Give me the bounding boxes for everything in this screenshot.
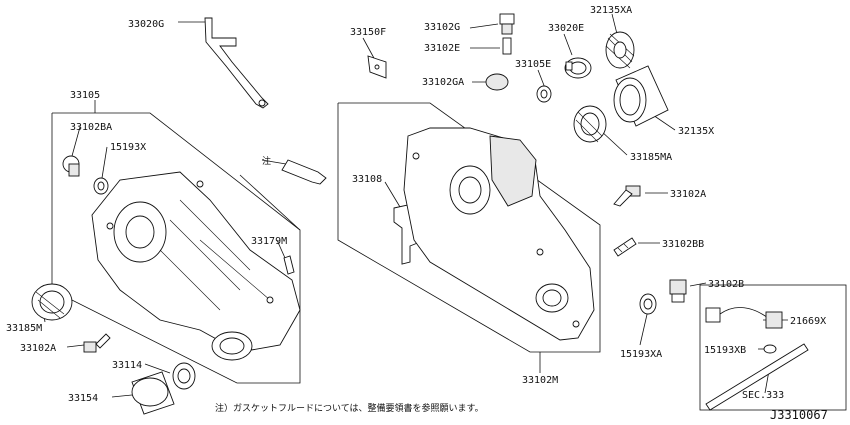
part-33102b-plug	[669, 279, 687, 303]
label-33102g: 33102G	[424, 22, 460, 33]
label-33185ma: 33185MA	[630, 152, 672, 163]
label-33108: 33108	[352, 174, 382, 185]
part-21669x-sensor	[705, 307, 783, 329]
label-33102ga: 33102GA	[422, 77, 464, 88]
part-33114-seal	[172, 362, 196, 390]
label-33105e: 33105E	[515, 59, 551, 70]
part-33154-cover	[131, 371, 175, 415]
part-32135xa-spring	[605, 31, 635, 69]
part-33102a-bolt-left	[83, 333, 111, 353]
label-33179m: 33179M	[251, 236, 287, 247]
part-33102m-right-case	[403, 127, 595, 341]
label-33185m: 33185M	[6, 323, 42, 334]
part-33102g-plug	[499, 13, 515, 35]
part-sec333-shaft	[705, 343, 809, 411]
part-labels: 33020G 33150F 33102G 33102E 33102GA 3310…	[6, 5, 828, 422]
part-15193xa-washer	[639, 293, 657, 315]
part-33102ba-plug	[62, 155, 80, 177]
part-33185ma-oil-seal	[573, 105, 607, 143]
label-32135xa: 32135XA	[590, 5, 632, 16]
label-note-mark: 注	[262, 155, 271, 167]
part-33105-left-case	[91, 171, 301, 361]
label-33150f: 33150F	[350, 27, 386, 38]
part-32135x-boot	[613, 65, 669, 127]
diagram-code: J3310067	[770, 408, 828, 422]
label-33020e: 33020E	[548, 23, 584, 34]
footnote: 注）ガスケットフルードについては、整備要領書を参照願います。	[215, 402, 484, 414]
part-33102bb-stud	[613, 237, 637, 257]
label-15193xb: 15193XB	[704, 345, 746, 356]
label-33102e: 33102E	[424, 43, 460, 54]
label-33105: 33105	[70, 90, 100, 101]
part-15193x-washer	[93, 177, 109, 195]
label-32135x: 32135X	[678, 126, 714, 137]
label-33102a-right: 33102A	[670, 189, 706, 200]
part-33185m-oil-seal	[31, 283, 73, 321]
part-33102ga-cap	[485, 73, 509, 91]
label-33114: 33114	[112, 360, 142, 371]
label-33020g: 33020G	[128, 19, 164, 30]
label-15193xa: 15193XA	[620, 349, 662, 360]
label-15193x: 15193X	[110, 142, 146, 153]
part-15193xb-washer	[763, 344, 777, 354]
label-33102bb: 33102BB	[662, 239, 704, 250]
part-33150f-bracket	[367, 55, 387, 79]
part-33020e-clamp	[564, 57, 592, 79]
part-gasket-fluid-tube	[261, 159, 327, 185]
right-case-group-outline	[337, 102, 601, 373]
label-33102b: 33102B	[708, 279, 744, 290]
part-33105e-seal	[536, 85, 552, 103]
label-sec333: SEC.333	[742, 390, 784, 401]
label-33102a-left: 33102A	[20, 343, 56, 354]
part-33020g-bracket	[204, 17, 269, 109]
label-33102m: 33102M	[522, 375, 558, 386]
part-33102e-pin	[502, 37, 512, 55]
label-33154: 33154	[68, 393, 98, 404]
label-21669x: 21669X	[790, 316, 826, 327]
speed-sensor-box	[699, 284, 847, 411]
part-33179m-pin	[283, 255, 295, 275]
part-33102a-bolt-right	[613, 185, 641, 207]
label-33102ba: 33102BA	[70, 122, 112, 133]
